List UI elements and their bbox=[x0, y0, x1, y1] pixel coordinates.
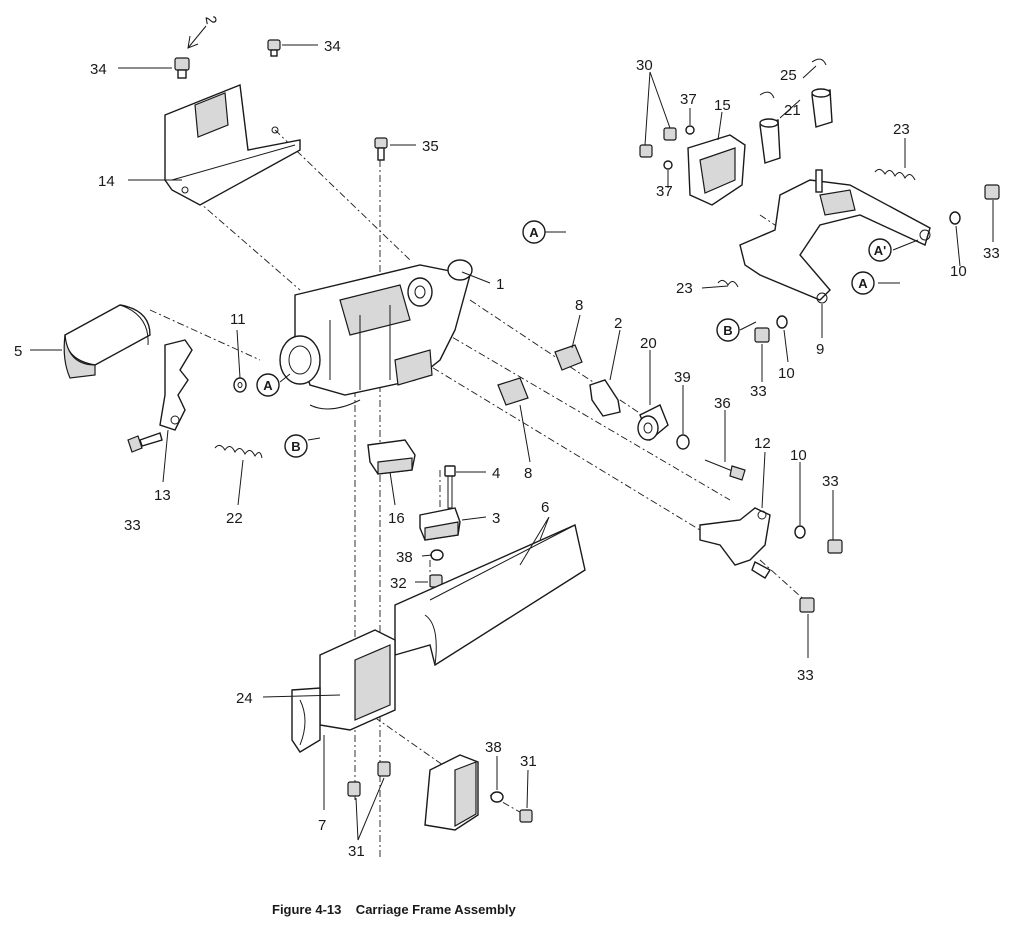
part-36-screw bbox=[704, 459, 746, 481]
callout-8-lower: 8 bbox=[524, 465, 532, 482]
callout-38-lower: 38 bbox=[485, 739, 502, 756]
callout-23-upper: 23 bbox=[893, 121, 910, 138]
callout-numbers: 34 34 2 14 35 5 11 13 22 33 16 3 4 38 32… bbox=[14, 14, 1000, 860]
ref-marker-b-right: B bbox=[716, 318, 740, 342]
callout-20: 20 bbox=[640, 335, 657, 352]
part-37-washers bbox=[663, 125, 695, 170]
direction-arrow bbox=[187, 25, 207, 49]
callout-3: 3 bbox=[492, 510, 500, 527]
callout-14: 14 bbox=[98, 173, 115, 190]
callout-5: 5 bbox=[14, 343, 22, 360]
part-6-rail bbox=[394, 524, 586, 667]
part-14-upper-bracket bbox=[164, 84, 301, 206]
part-7-lower-bracket bbox=[291, 629, 396, 753]
part-3-block bbox=[419, 507, 461, 541]
part-25-clips bbox=[759, 58, 827, 99]
part-13-lever bbox=[159, 339, 193, 431]
part-21-rollers bbox=[759, 88, 833, 164]
part-39-washer bbox=[676, 434, 690, 450]
callout-31-right: 31 bbox=[520, 753, 537, 770]
callout-31-left: 31 bbox=[348, 843, 365, 860]
callout-38-center: 38 bbox=[396, 549, 413, 566]
svg-text:B: B bbox=[291, 439, 300, 454]
callout-12: 12 bbox=[754, 435, 771, 452]
callout-2: 2 bbox=[614, 315, 622, 332]
callout-39: 39 bbox=[674, 369, 691, 386]
part-9-frame-plate bbox=[739, 169, 931, 304]
callout-22: 22 bbox=[226, 510, 243, 527]
callout-32: 32 bbox=[390, 575, 407, 592]
callout-37-lower: 37 bbox=[656, 183, 673, 200]
part-4-pin bbox=[444, 465, 456, 509]
callout-11: 11 bbox=[230, 311, 246, 328]
reference-markers: A A A A' B B bbox=[256, 220, 892, 458]
part-15-bracket bbox=[687, 134, 746, 206]
part-20-roller bbox=[637, 404, 669, 442]
callout-33-mid: 33 bbox=[750, 383, 767, 400]
callout-6: 6 bbox=[541, 499, 549, 516]
svg-text:A: A bbox=[858, 276, 868, 291]
part-23-springs bbox=[717, 168, 916, 288]
ref-marker-a-left: A bbox=[256, 373, 280, 397]
part-lower-bracket-right bbox=[424, 754, 504, 831]
callout-33-far-right: 33 bbox=[983, 245, 1000, 262]
callout-35: 35 bbox=[422, 138, 439, 155]
callout-16: 16 bbox=[388, 510, 405, 527]
callout-13: 13 bbox=[154, 487, 171, 504]
figure-caption: Figure 4-13 Carriage Frame Assembly bbox=[272, 902, 517, 917]
svg-text:A: A bbox=[529, 225, 539, 240]
ref-marker-b-left: B bbox=[284, 434, 308, 458]
part-35-screw bbox=[374, 137, 388, 161]
callout-23-lower: 23 bbox=[676, 280, 693, 297]
callout-33-left: 33 bbox=[124, 517, 141, 534]
part-8-collars bbox=[497, 344, 583, 406]
callout-10-right: 10 bbox=[950, 263, 967, 280]
callout-33-bottom: 33 bbox=[797, 667, 814, 684]
part-38-washer-center bbox=[430, 549, 444, 561]
callout-25: 25 bbox=[780, 67, 797, 84]
ref-marker-a-top: A bbox=[522, 220, 546, 244]
callout-4: 4 bbox=[492, 465, 500, 482]
svg-text:A: A bbox=[263, 378, 273, 393]
alignment-lines bbox=[149, 129, 811, 860]
callout-2-arrow: 2 bbox=[201, 14, 219, 25]
carriage-frame-body bbox=[279, 259, 473, 410]
part-2-stud bbox=[589, 379, 621, 417]
callout-15: 15 bbox=[714, 97, 731, 114]
part-11-washer bbox=[233, 377, 247, 393]
leader-lines bbox=[30, 44, 994, 841]
callout-8-upper: 8 bbox=[575, 297, 583, 314]
part-33-screw-left bbox=[127, 432, 163, 453]
part-33-screws-right bbox=[754, 184, 1000, 613]
part-31-screws bbox=[347, 761, 533, 823]
part-34-screws bbox=[174, 39, 281, 79]
part-10-washers bbox=[776, 211, 961, 539]
callout-30: 30 bbox=[636, 57, 653, 74]
callout-36: 36 bbox=[714, 395, 731, 412]
ref-marker-a-right: A bbox=[851, 271, 875, 295]
callout-10-mid: 10 bbox=[778, 365, 795, 382]
part-16-block bbox=[367, 439, 416, 475]
callout-37-upper: 37 bbox=[680, 91, 697, 108]
callout-21: 21 bbox=[784, 102, 801, 119]
callout-9: 9 bbox=[816, 341, 824, 358]
svg-text:B: B bbox=[723, 323, 732, 338]
callout-24: 24 bbox=[236, 690, 253, 707]
part-22-spring bbox=[214, 444, 263, 459]
callout-34-right: 34 bbox=[324, 38, 341, 55]
callout-33-lower-right: 33 bbox=[822, 473, 839, 490]
callout-10-lower: 10 bbox=[790, 447, 807, 464]
callout-1: 1 bbox=[496, 276, 504, 293]
ref-marker-a-prime: A' bbox=[868, 238, 892, 262]
callout-7: 7 bbox=[318, 817, 326, 834]
svg-text:A': A' bbox=[874, 243, 886, 258]
callout-34-left: 34 bbox=[90, 61, 107, 78]
part-5-round-cover bbox=[63, 304, 151, 379]
part-12-arm bbox=[699, 507, 771, 579]
